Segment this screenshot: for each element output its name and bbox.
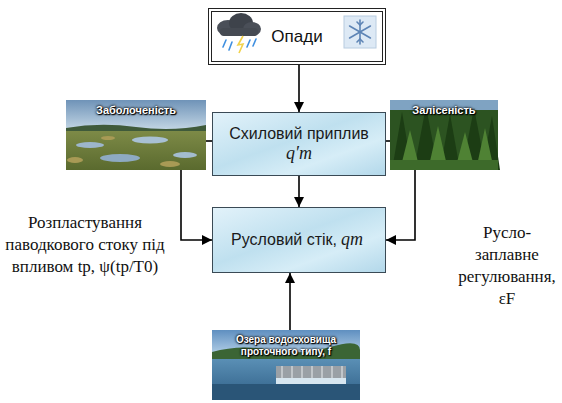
node-text: Залісеність: [409, 104, 478, 116]
forest-photo-box: Залісеність: [390, 100, 498, 170]
precipitation-box: Опади: [208, 8, 386, 65]
formula-text: qm: [341, 229, 363, 251]
node-text: Схиловий приплив: [229, 124, 369, 143]
node-text: Заболоченість: [93, 104, 179, 116]
flow-arrow: [181, 170, 212, 240]
snowflake-icon: [344, 16, 376, 48]
flow-arrow: [298, 65, 300, 112]
node-text: Озера водосховища проточного типу, f: [204, 334, 368, 357]
flow-arrow: [386, 170, 415, 240]
box-fill: [208, 8, 386, 65]
annotation-text: Розпластування паводкового стоку під впл…: [4, 212, 166, 278]
swamp-photo: [66, 100, 206, 170]
annotation-text: Русло-заплавне регулювання, εF: [456, 222, 558, 310]
link-line: [386, 140, 390, 142]
node-text: Русловий стік,: [231, 230, 337, 249]
swamp-photo-box: Заболоченість: [66, 100, 206, 170]
reservoir-photo-box: Озера водосховища проточного типу, f: [204, 330, 368, 400]
process-box: Русловий стік,qm: [212, 207, 386, 273]
process-box: Схиловий припливq′m: [212, 112, 386, 176]
flow-arrow: [298, 176, 300, 207]
formula-text: q′m: [286, 143, 312, 165]
node-text: Опади: [271, 27, 322, 47]
rain-cloud-icon: [217, 13, 261, 53]
forest-photo: [390, 100, 500, 170]
flow-arrow: [289, 273, 291, 330]
